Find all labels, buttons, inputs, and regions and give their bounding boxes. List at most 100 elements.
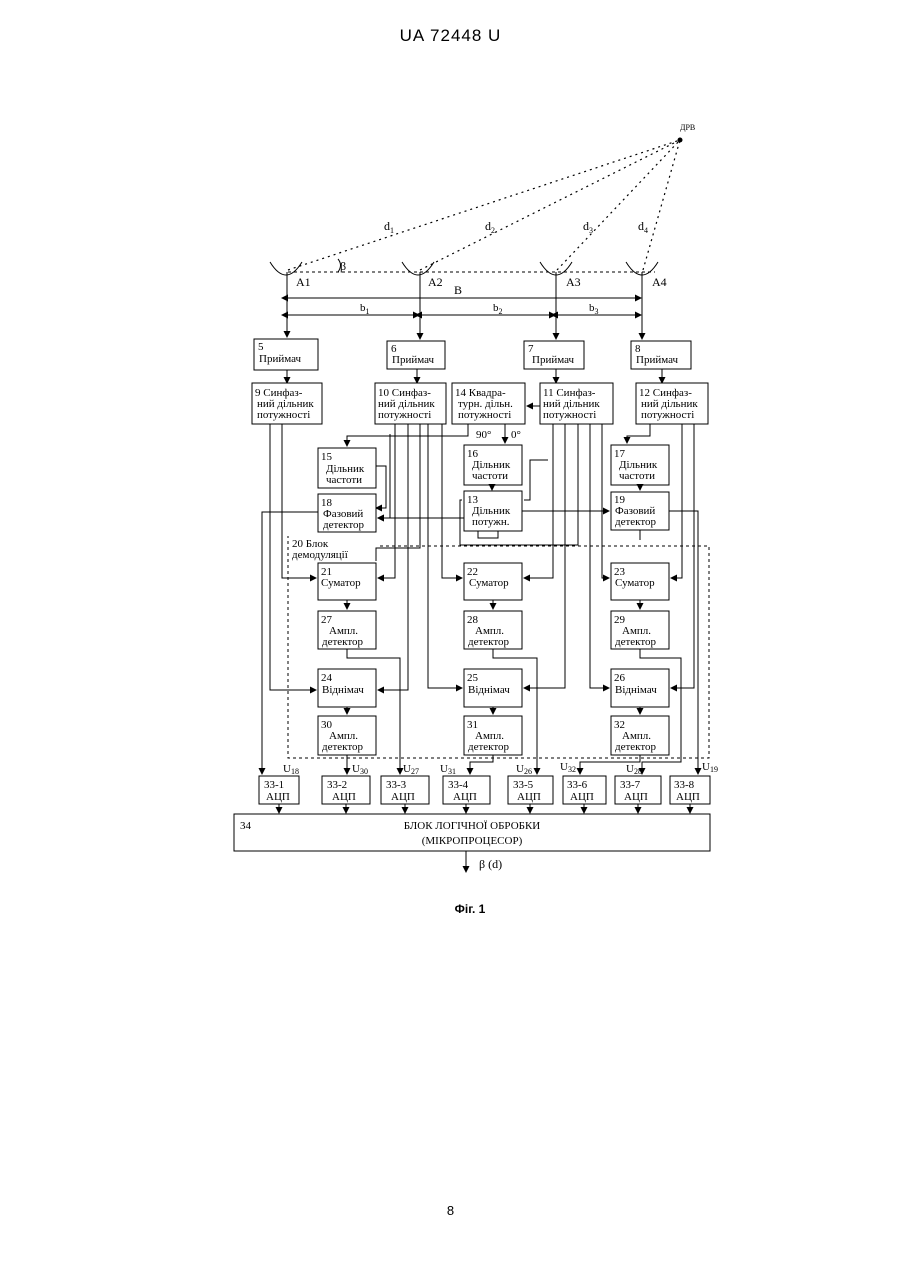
adder-23: 23 Суматор bbox=[611, 563, 669, 600]
adder-21: 21 Суматор bbox=[318, 563, 376, 600]
svg-text:АЦП: АЦП bbox=[517, 791, 541, 803]
link-div10-add22 bbox=[442, 424, 462, 578]
svg-text:Приймач: Приймач bbox=[392, 354, 435, 366]
distance-label-1: d1 bbox=[384, 219, 394, 235]
divider-12: 12 Синфаз- ний дільник потужності bbox=[636, 383, 708, 424]
phase-label-0: 0° bbox=[511, 429, 521, 441]
quadrature-divider-14: 14 Квадра- турн. дільн. потужності bbox=[452, 383, 525, 424]
svg-text:33-4: 33-4 bbox=[448, 779, 469, 791]
receiver-8: 8 Приймач bbox=[631, 341, 691, 369]
svg-text:33-7: 33-7 bbox=[620, 779, 641, 791]
baselines-group: B b1 b2 b3 bbox=[287, 283, 641, 316]
svg-text:АЦП: АЦП bbox=[266, 791, 290, 803]
adc-33-7: 33-7 АЦП bbox=[615, 776, 661, 804]
svg-text:детектор: детектор bbox=[322, 636, 364, 648]
svg-text:5: 5 bbox=[258, 341, 264, 353]
power-divider-13: 13 Дільник потужн. bbox=[464, 491, 522, 531]
svg-text:частоти: частоти bbox=[472, 470, 508, 482]
link-div10-sub25 bbox=[428, 424, 462, 688]
amp-detector-29: 29 Ампл. детектор bbox=[611, 611, 669, 649]
svg-text:детектор: детектор bbox=[615, 741, 657, 753]
svg-text:15: 15 bbox=[321, 451, 333, 463]
link-div11-add22 bbox=[524, 424, 553, 578]
output-label: β (d) bbox=[479, 857, 502, 871]
svg-text:потужності: потужності bbox=[378, 409, 431, 421]
freq-divider-15: 15 Дільник частоти bbox=[318, 448, 376, 488]
adc-33-3: 33-3 АЦП bbox=[381, 776, 429, 804]
base-label-b2: b2 bbox=[493, 302, 503, 316]
link-div11-fd16 bbox=[524, 460, 548, 500]
svg-text:частоти: частоти bbox=[619, 470, 655, 482]
svg-text:Віднімач: Віднімач bbox=[468, 684, 510, 696]
svg-text:26: 26 bbox=[614, 672, 626, 684]
antenna-label-a3: A3 bbox=[566, 275, 581, 289]
distance-label-3: d3 bbox=[583, 219, 593, 235]
base-label-b3: b3 bbox=[589, 302, 599, 316]
adc-33-6: 33-6 АЦП bbox=[563, 776, 606, 804]
adc-33-4: 33-4 АЦП bbox=[443, 776, 490, 804]
divider-10: 10 Синфаз- ний дільник потужності bbox=[375, 383, 446, 424]
svg-text:детектор: детектор bbox=[615, 516, 657, 528]
link-div11-add23 bbox=[602, 424, 609, 578]
voltage-label-u18: U18 bbox=[283, 763, 299, 776]
svg-text:Суматор: Суматор bbox=[615, 577, 655, 589]
svg-text:33-1: 33-1 bbox=[264, 779, 284, 791]
demod-block-label: 20 Блок демодуляції bbox=[292, 538, 349, 561]
svg-text:Приймач: Приймач bbox=[532, 354, 575, 366]
svg-text:демодуляції: демодуляції bbox=[292, 549, 349, 561]
baseline-label: B bbox=[454, 283, 462, 297]
amp-detector-28: 28 Ампл. детектор bbox=[464, 611, 522, 649]
phase-detector-18: 18 Фазовий детектор bbox=[318, 494, 376, 532]
ray-d2 bbox=[420, 140, 680, 270]
voltage-label-u32: U32 bbox=[560, 761, 576, 774]
phase-label-90: 90° bbox=[476, 429, 491, 441]
svg-text:АЦП: АЦП bbox=[624, 791, 648, 803]
angle-label: β bbox=[340, 259, 346, 273]
link-div12-add23 bbox=[671, 424, 682, 578]
source-label: ДРВ bbox=[680, 123, 695, 132]
antenna-label-a1: A1 bbox=[296, 275, 311, 289]
svg-text:детектор: детектор bbox=[323, 519, 365, 531]
ray-d1 bbox=[288, 140, 680, 270]
svg-text:потужн.: потужн. bbox=[472, 516, 510, 528]
svg-text:(МІКРОПРОЦЕСОР): (МІКРОПРОЦЕСОР) bbox=[422, 835, 523, 847]
svg-text:33-8: 33-8 bbox=[674, 779, 695, 791]
subtractor-25: 25 Віднімач bbox=[464, 669, 522, 707]
antenna-label-a2: A2 bbox=[428, 275, 443, 289]
svg-text:33-5: 33-5 bbox=[513, 779, 534, 791]
svg-text:34: 34 bbox=[240, 820, 252, 832]
adc-33-5: 33-5 АЦП bbox=[508, 776, 553, 804]
subtractor-26: 26 Віднімач bbox=[611, 669, 669, 707]
link-fd15-pd18 bbox=[376, 466, 386, 508]
svg-text:АЦП: АЦП bbox=[570, 791, 594, 803]
link-div10-pd18 bbox=[378, 434, 390, 518]
subtractor-24: 24 Віднімач bbox=[318, 669, 376, 707]
svg-text:24: 24 bbox=[321, 672, 333, 684]
divider-11: 11 Синфаз- ний дільник потужності bbox=[540, 383, 613, 424]
adc-33-8: 33-8 АЦП bbox=[670, 776, 710, 804]
voltage-label-u26: U26 bbox=[516, 763, 532, 776]
svg-text:Віднімач: Віднімач bbox=[322, 684, 364, 696]
svg-text:АЦП: АЦП bbox=[453, 791, 477, 803]
svg-text:Суматор: Суматор bbox=[469, 577, 509, 589]
receiver-6: 6 Приймач bbox=[387, 341, 445, 369]
link-pdiv13-loop bbox=[478, 531, 498, 538]
voltage-label-u28: U28 bbox=[626, 763, 642, 776]
amp-detector-31: 31 Ампл. детектор bbox=[464, 716, 522, 755]
svg-text:детектор: детектор bbox=[468, 636, 510, 648]
svg-text:33-3: 33-3 bbox=[386, 779, 407, 791]
voltage-label-u30: U30 bbox=[352, 763, 368, 776]
voltage-label-u19: U19 bbox=[702, 761, 718, 774]
phase-detector-19: 19 Фазовий детектор bbox=[611, 492, 669, 530]
svg-text:потужності: потужності bbox=[257, 409, 310, 421]
link-div10-sub24 bbox=[378, 424, 408, 690]
distance-label-4: d4 bbox=[638, 219, 648, 235]
svg-text:детектор: детектор bbox=[322, 741, 364, 753]
adc-33-1: 33-1 АЦП bbox=[259, 776, 299, 804]
svg-text:Суматор: Суматор bbox=[321, 577, 361, 589]
svg-text:33-2: 33-2 bbox=[327, 779, 347, 791]
voltage-label-u27: U27 bbox=[403, 763, 419, 776]
freq-divider-17: 17 Дільник частоти bbox=[611, 445, 669, 485]
svg-text:АЦП: АЦП bbox=[391, 791, 415, 803]
